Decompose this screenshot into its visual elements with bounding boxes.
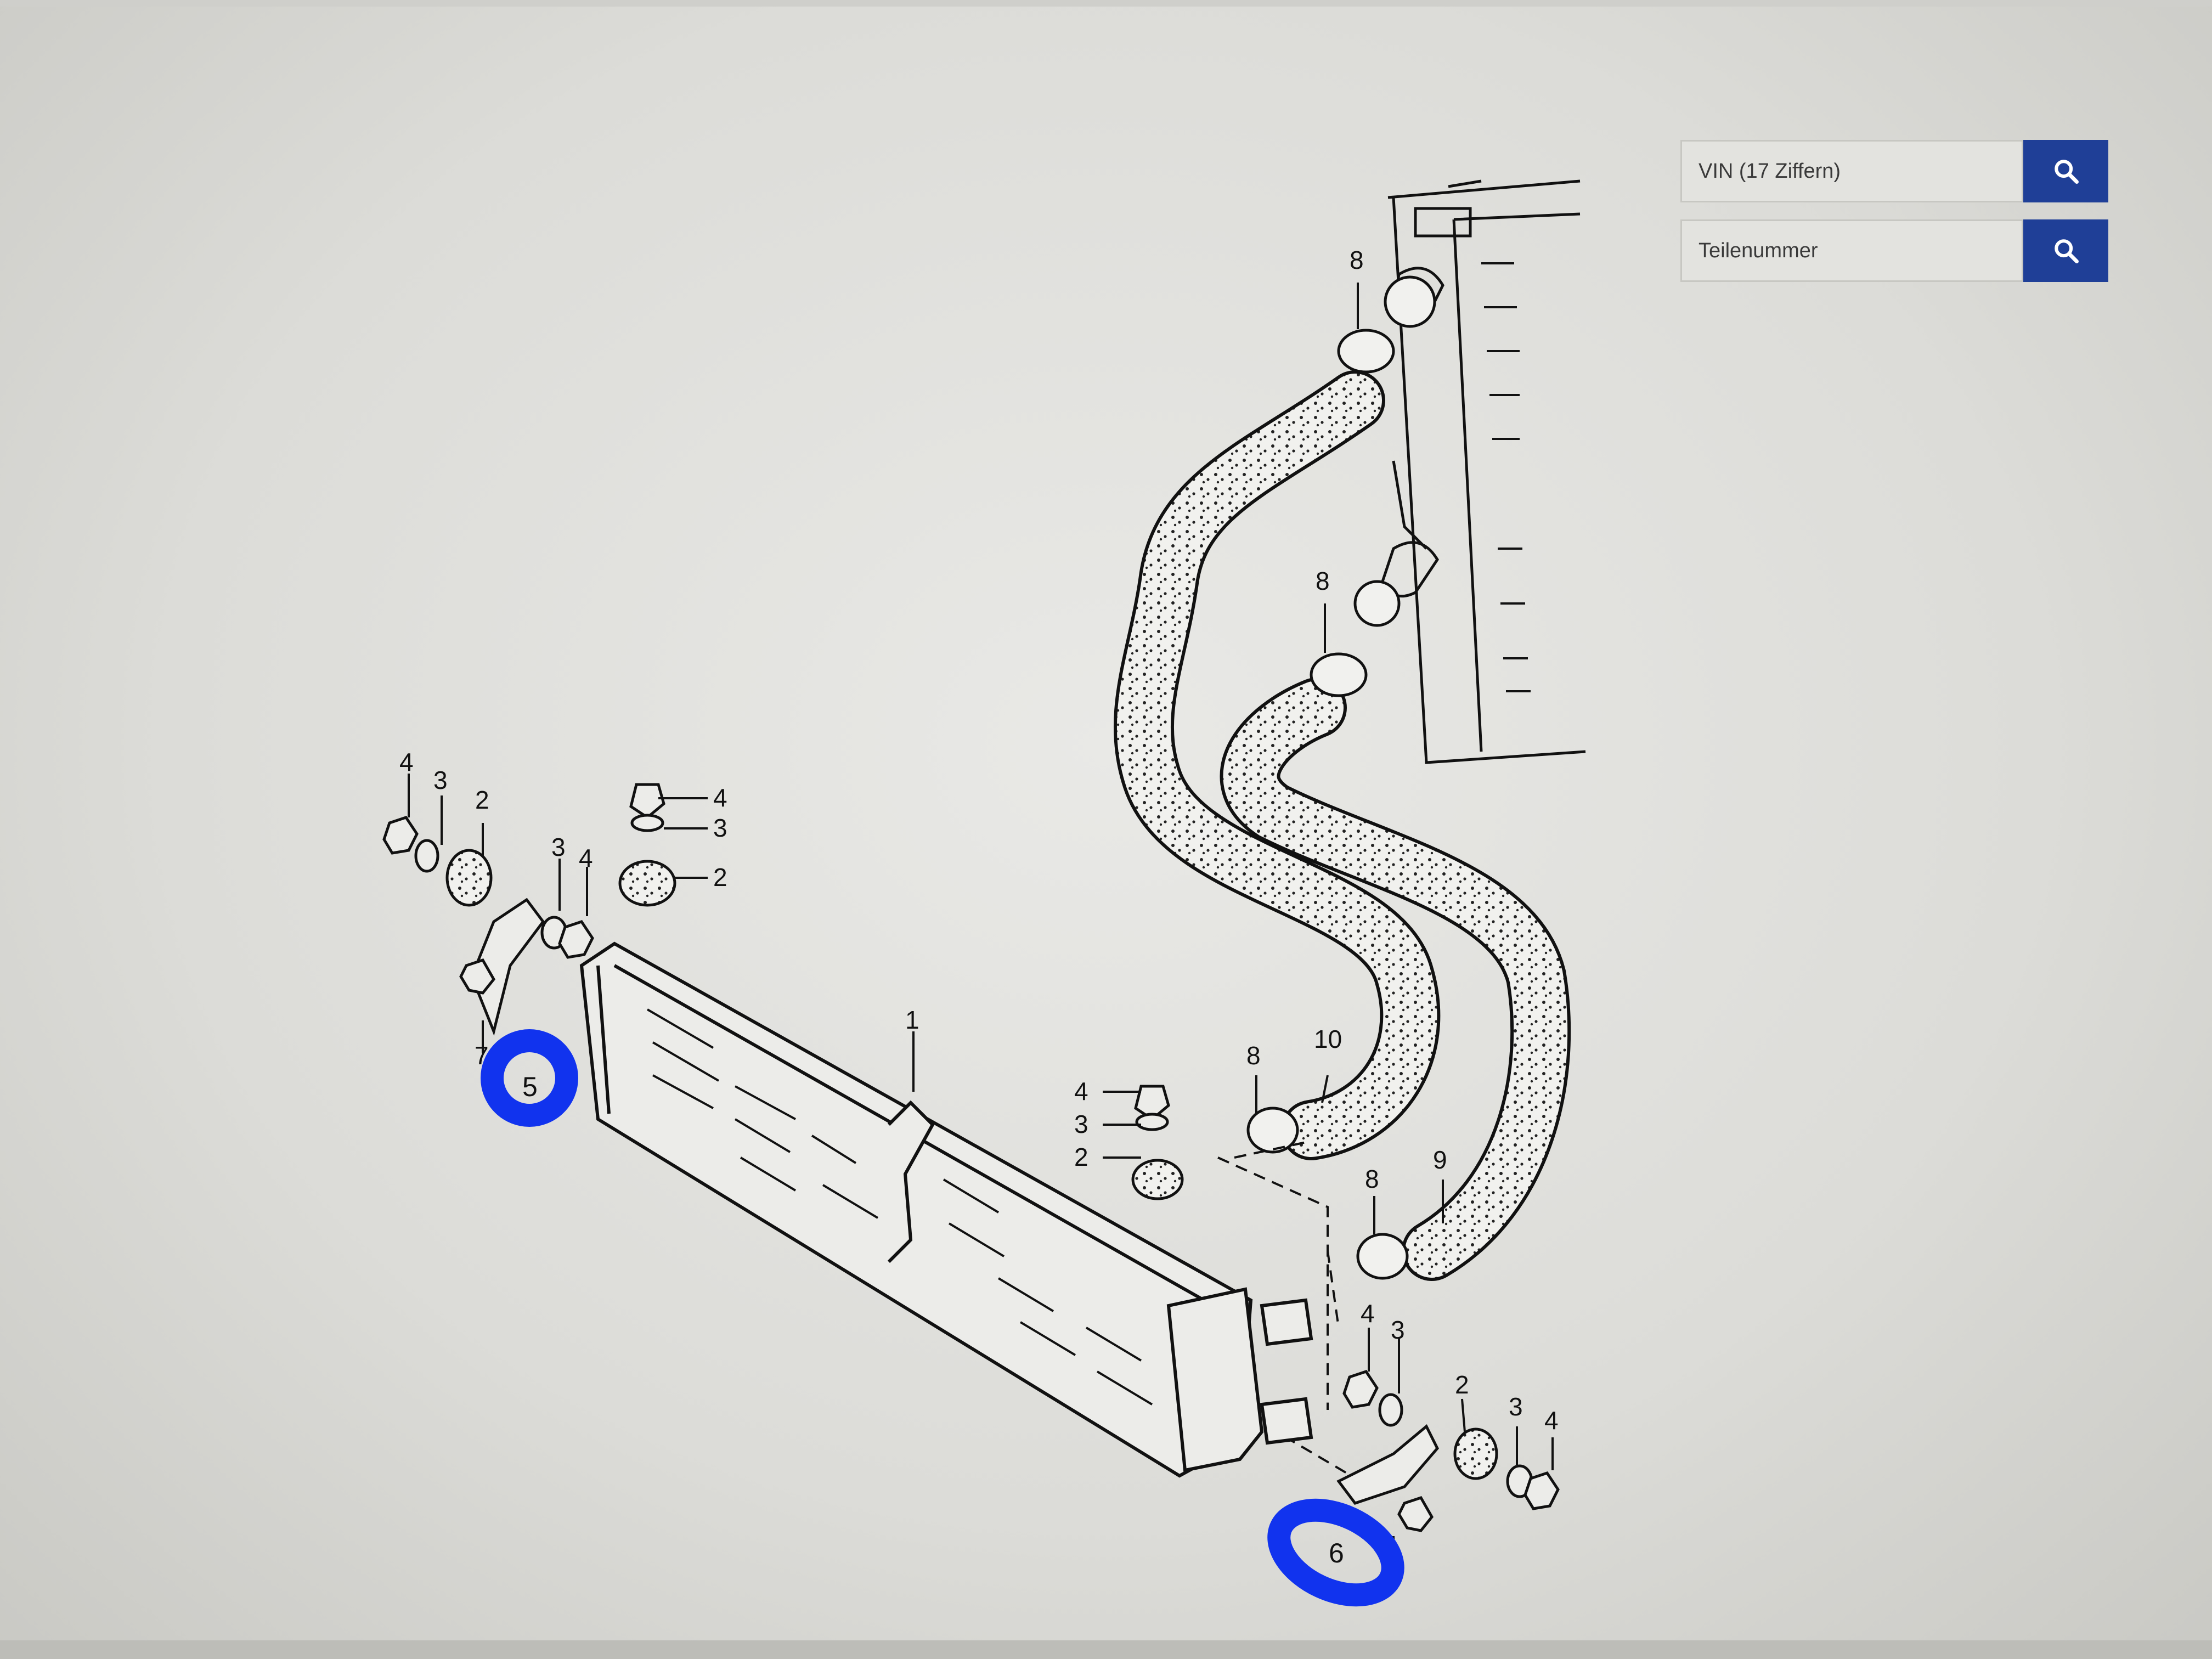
hose-upper	[1114, 370, 1441, 1160]
marker-label-5: 5	[522, 1071, 538, 1102]
part-number-input[interactable]	[1680, 219, 2023, 282]
callout-damper-d: 2	[1074, 1143, 1088, 1171]
highlight-marker-left[interactable]: 5	[481, 1029, 578, 1127]
routing-lines	[1217, 1140, 1362, 1482]
callout-hose-upper: 10	[1314, 1025, 1342, 1053]
callout-damper-a: 2	[475, 786, 489, 814]
callout-clamp-low: 8	[1365, 1165, 1379, 1193]
part-search-row	[1680, 219, 2108, 282]
callout-main-radiator: 1	[905, 1006, 919, 1034]
leader-lines	[408, 283, 1554, 1580]
callout-washer-c: 3	[713, 814, 727, 842]
part-search-button[interactable]	[2023, 219, 2108, 282]
callout-damper-e: 2	[1455, 1370, 1469, 1399]
callout-nut-c: 4	[713, 783, 727, 812]
vin-search-input[interactable]	[1680, 140, 2023, 202]
fasteners	[382, 783, 1560, 1532]
callouts: 4 3 2 3 4 4 3 2 1 4 3 2 7 8 8 8 10 8 9 4…	[399, 246, 1559, 1596]
callout-washer-e: 3	[1391, 1316, 1405, 1344]
callout-clamp-mid: 8	[1316, 567, 1330, 595]
main-radiator	[579, 941, 1313, 1478]
callout-damper-c: 2	[713, 863, 727, 891]
callout-nut-d: 4	[1074, 1077, 1088, 1105]
callout-nut-a: 4	[399, 748, 414, 776]
search-icon	[2054, 239, 2079, 263]
hose-lower	[1220, 678, 1571, 1281]
marker-label-6: 6	[1329, 1538, 1344, 1568]
callout-hose-lower: 9	[1433, 1146, 1447, 1174]
callout-nut-f: 4	[1544, 1406, 1559, 1435]
vehicle-radiator	[1381, 179, 1586, 764]
callout-washer-a: 3	[433, 766, 448, 794]
hose-clamps	[1246, 275, 1436, 1280]
callout-washer-d: 3	[1074, 1110, 1088, 1138]
vin-search-row	[1680, 140, 2108, 202]
callout-nut-b: 4	[579, 844, 593, 872]
callout-nut-e: 4	[1361, 1299, 1375, 1328]
search-icon	[2054, 160, 2079, 184]
callout-washer-f: 3	[1509, 1392, 1523, 1421]
top-edge	[0, 0, 2212, 7]
callout-clamp-top: 8	[1350, 246, 1364, 274]
callout-clamp-upper-hose: 8	[1246, 1041, 1261, 1070]
callout-washer-b: 3	[551, 833, 566, 861]
rubber-dampers	[445, 849, 1498, 1480]
highlight-marker-right[interactable]: 6	[1266, 1493, 1407, 1612]
vin-search-button[interactable]	[2023, 140, 2108, 202]
bottom-edge	[0, 1640, 2212, 1659]
